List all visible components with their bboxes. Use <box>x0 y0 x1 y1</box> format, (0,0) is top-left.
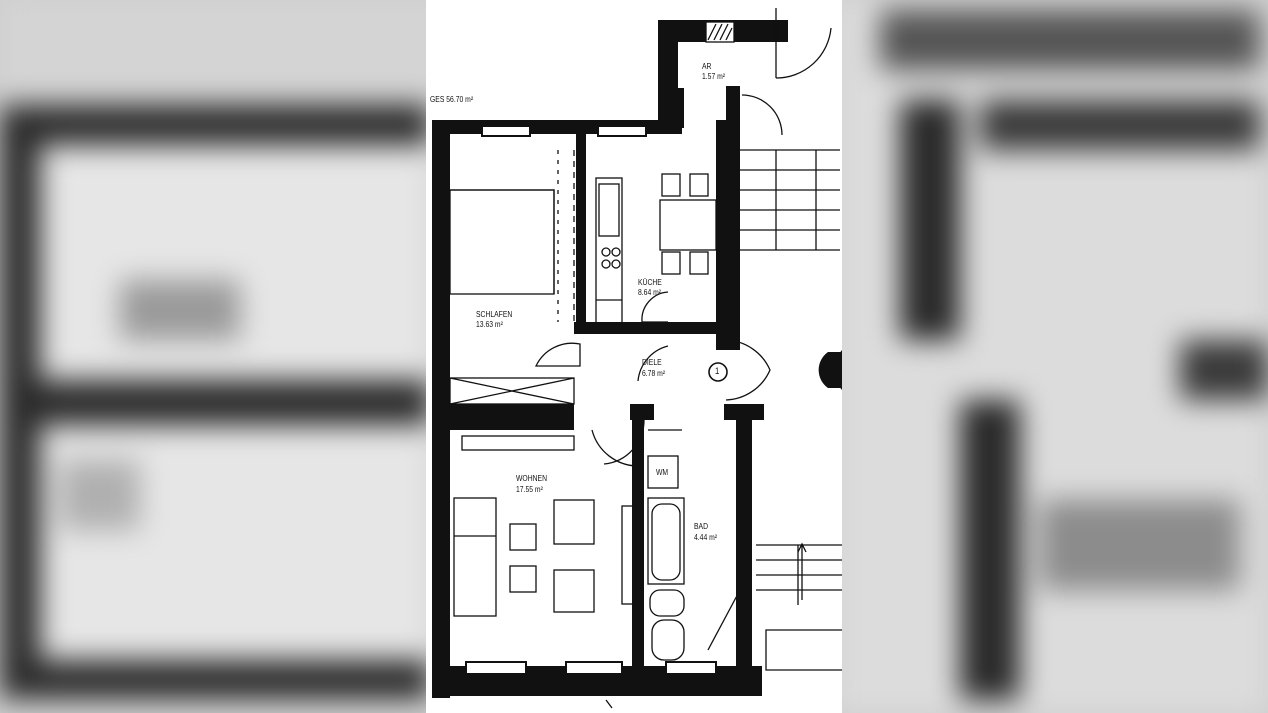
room-diele-area: 6.78 m² <box>642 369 666 378</box>
room-schlafen-area: 13.63 m² <box>476 320 503 329</box>
total-area-label: GES 56.70 m² <box>430 95 474 104</box>
room-wohnen-area: 17.55 m² <box>516 485 543 494</box>
room-kueche-name: KÜCHE <box>638 278 662 287</box>
room-bad-area: 4.44 m² <box>694 533 718 542</box>
room-schlafen-name: SCHLAFEN <box>476 310 513 319</box>
room-diele-name: DIELE <box>642 358 662 367</box>
entrance-marker: 1 <box>715 366 720 376</box>
room-ar-name: AR <box>702 62 712 71</box>
room-wohnen-name: WOHNEN <box>516 474 547 483</box>
floor-plan: GES 56.70 m² AR 1.57 m² SCHLAFEN 13.63 m… <box>426 0 842 713</box>
room-kueche-area: 8.64 m² <box>638 288 662 297</box>
room-ar-area: 1.57 m² <box>702 72 726 81</box>
washing-machine-label: WM <box>656 468 669 477</box>
room-bad-name: BAD <box>694 522 708 531</box>
floor-plan-drawing <box>432 8 842 709</box>
